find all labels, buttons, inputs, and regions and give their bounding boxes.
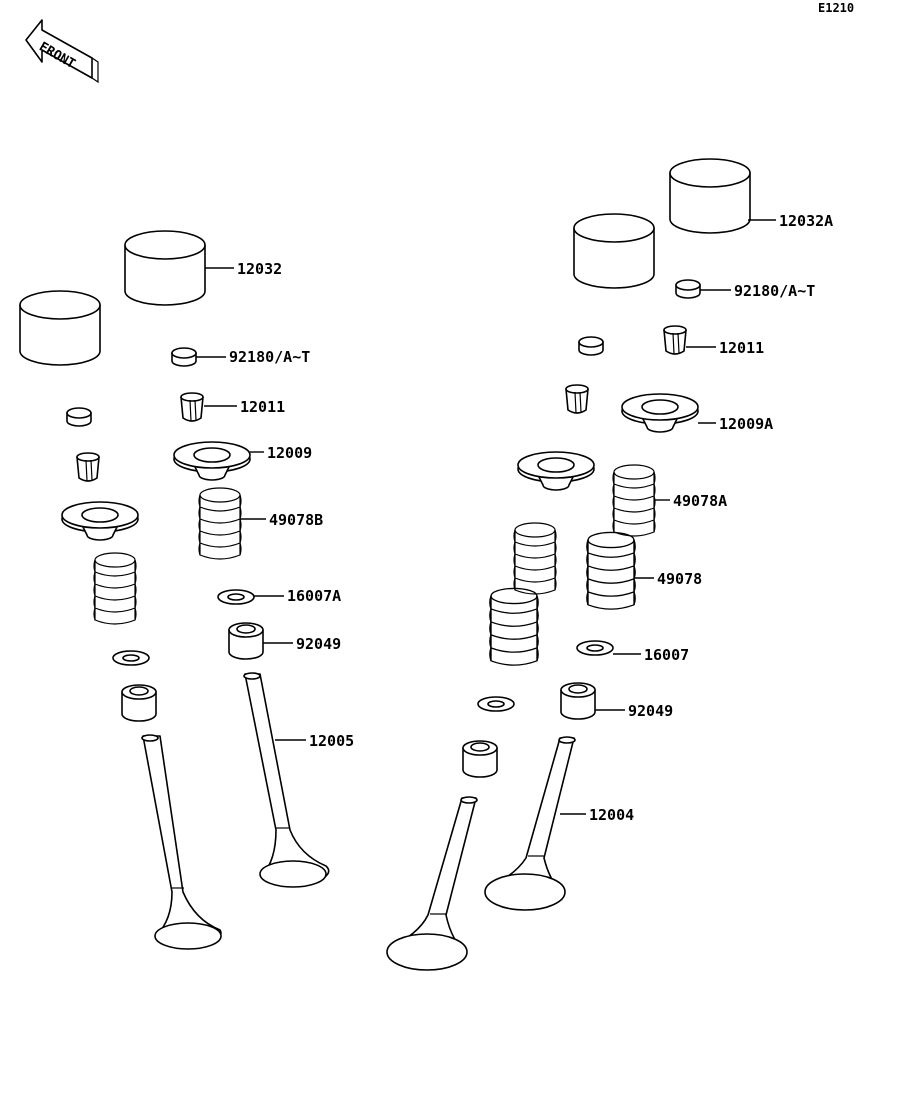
seat-left-b (217, 589, 255, 605)
left-assembly-b (124, 230, 330, 888)
shim-left-a (66, 407, 92, 427)
shim-left-b (171, 347, 197, 367)
label-12004: 12004 (589, 806, 634, 824)
left-assembly-a (19, 290, 222, 950)
seat-left-a (112, 650, 150, 666)
label-92049-right: 92049 (628, 702, 673, 720)
retainer-right-c (517, 451, 595, 491)
seat-right-d (576, 640, 614, 656)
front-arrow-icon: FRONT (25, 19, 99, 84)
seal-left-b (228, 622, 264, 660)
tappet-right-d (669, 158, 751, 234)
label-49078: 49078 (657, 570, 702, 588)
spring-right-c-large (489, 587, 539, 666)
valve-right-c (386, 796, 478, 971)
label-49078A: 49078A (673, 492, 727, 510)
tappet-left-b (124, 230, 206, 306)
left-labels: 12032 92180/A~T 12011 12009 49078B 16007… (196, 260, 354, 750)
keeper-right-d (663, 325, 687, 355)
spring-left-b (198, 487, 242, 560)
right-assembly-d (484, 158, 751, 911)
label-12009: 12009 (267, 444, 312, 462)
spring-right-d-small (612, 464, 656, 537)
spring-right-c-small (513, 522, 557, 595)
valve-right-d (484, 736, 576, 911)
label-92180-left: 92180/A~T (229, 348, 310, 366)
right-assembly-c (386, 213, 655, 971)
spring-right-d-large (586, 531, 636, 610)
label-16007: 16007 (644, 646, 689, 664)
tappet-right-c (573, 213, 655, 289)
label-92049-left: 92049 (296, 635, 341, 653)
spring-left-a (93, 552, 137, 625)
retainer-left-a (61, 501, 139, 541)
label-16007A: 16007A (287, 587, 341, 605)
shim-right-c (578, 336, 604, 356)
label-49078B: 49078B (269, 511, 323, 529)
diagram-code: E1210 (818, 1, 854, 15)
seal-right-c (462, 740, 498, 778)
valve-left-a (141, 734, 222, 950)
right-labels: 12032A 92180/A~T 12011 12009A 49078A 490… (560, 212, 833, 824)
label-12011-right: 12011 (719, 339, 764, 357)
label-12009A: 12009A (719, 415, 773, 433)
label-12005: 12005 (309, 732, 354, 750)
seal-right-d (560, 682, 596, 720)
retainer-left-b (173, 441, 251, 481)
label-12011-left: 12011 (240, 398, 285, 416)
shim-right-d (675, 279, 701, 299)
valve-left-b (243, 672, 330, 888)
label-12032A: 12032A (779, 212, 833, 230)
seal-left-a (121, 684, 157, 722)
keeper-left-a (76, 452, 100, 482)
label-12032: 12032 (237, 260, 282, 278)
label-92180-right: 92180/A~T (734, 282, 815, 300)
tappet-left-a (19, 290, 101, 366)
keeper-left-b (180, 392, 204, 422)
retainer-right-d (621, 393, 699, 433)
seat-right-c (477, 696, 515, 712)
keeper-right-c (565, 384, 589, 414)
